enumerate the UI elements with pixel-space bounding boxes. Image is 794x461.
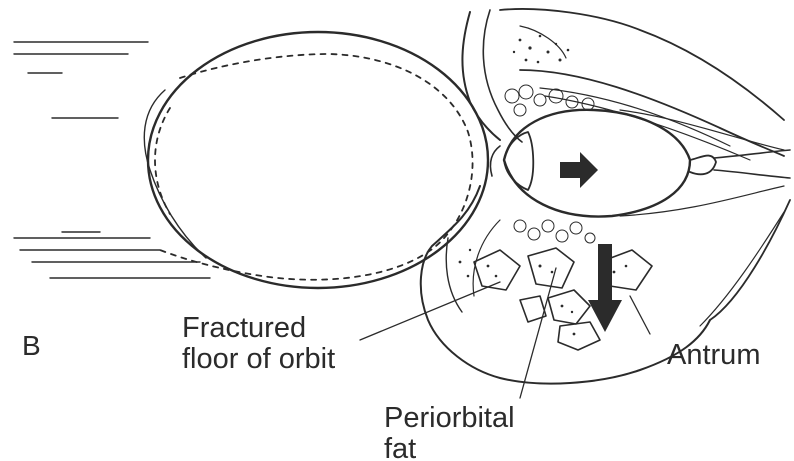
downward-displacement-arrow: [588, 244, 622, 332]
label-antrum: Antrum: [667, 340, 760, 371]
posterior-displacement-arrow: [560, 152, 598, 188]
ball: [144, 32, 488, 288]
eyeball: [490, 110, 790, 217]
label-fractured-floor-line1: Fractured: [182, 313, 335, 344]
label-fractured-floor-line2: floor of orbit: [182, 344, 335, 375]
label-periorbital-fat: Periorbital fat: [384, 403, 515, 461]
label-periorbital-fat-line2: fat: [384, 434, 515, 461]
label-fractured-floor: Fractured floor of orbit: [182, 313, 335, 375]
bone-fragments: [474, 248, 652, 350]
panel-letter: B: [22, 330, 41, 361]
label-periorbital-fat-line1: Periorbital: [384, 403, 515, 434]
fat-lobules-lower: [514, 220, 595, 243]
